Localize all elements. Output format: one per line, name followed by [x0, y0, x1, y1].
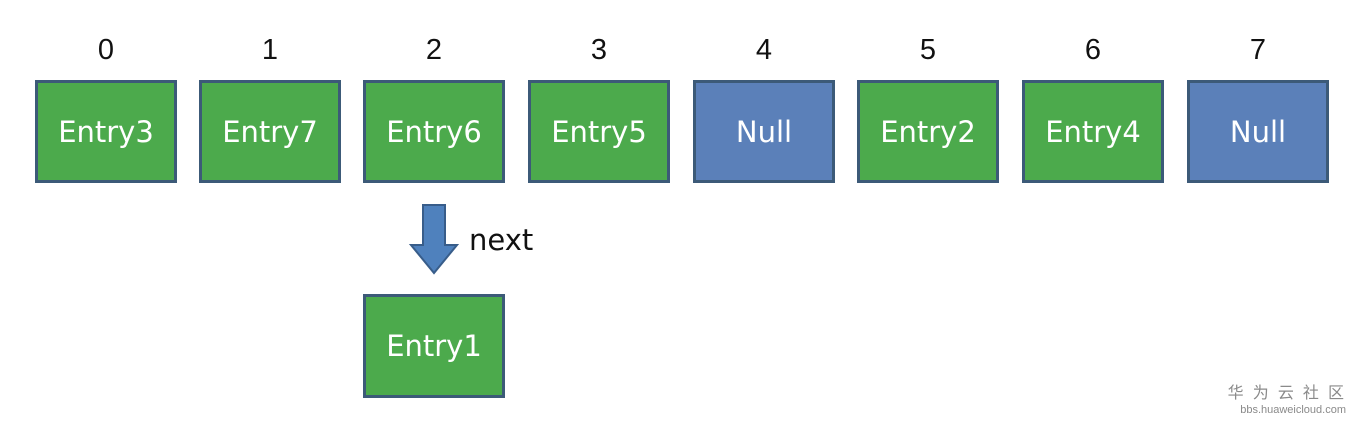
bucket-label: Entry5: [551, 114, 647, 149]
chained-entry: Entry1: [363, 294, 505, 398]
watermark-url: bbs.huaweicloud.com: [1240, 404, 1346, 416]
next-pointer-label: next: [469, 223, 534, 257]
bucket-0: Entry3: [35, 80, 177, 183]
down-arrow-shape: [408, 204, 460, 275]
bucket-label: Entry7: [222, 114, 318, 149]
bucket-4: Null: [693, 80, 835, 183]
bucket-1: Entry7: [199, 80, 341, 183]
bucket-label: Entry3: [58, 114, 154, 149]
down-arrow-icon: [408, 204, 460, 275]
bucket-label: Entry6: [386, 114, 482, 149]
bucket-label: Entry2: [880, 114, 976, 149]
bucket-label: Null: [735, 114, 793, 149]
bucket-6: Entry4: [1022, 80, 1164, 183]
bucket-index-4: 4: [755, 34, 773, 66]
watermark-title: 华 为 云 社 区: [1227, 383, 1346, 402]
bucket-label: Entry4: [1045, 114, 1141, 149]
bucket-5: Entry2: [857, 80, 999, 183]
bucket-index-2: 2: [425, 34, 443, 66]
bucket-index-6: 6: [1084, 34, 1102, 66]
chained-entry-label: Entry1: [386, 329, 482, 363]
bucket-3: Entry5: [528, 80, 670, 183]
bucket-7: Null: [1187, 80, 1329, 183]
bucket-index-1: 1: [261, 34, 279, 66]
bucket-label: Null: [1229, 114, 1287, 149]
bucket-index-3: 3: [590, 34, 608, 66]
bucket-index-0: 0: [97, 34, 115, 66]
bucket-2: Entry6: [363, 80, 505, 183]
bucket-index-5: 5: [919, 34, 937, 66]
bucket-index-7: 7: [1249, 34, 1267, 66]
